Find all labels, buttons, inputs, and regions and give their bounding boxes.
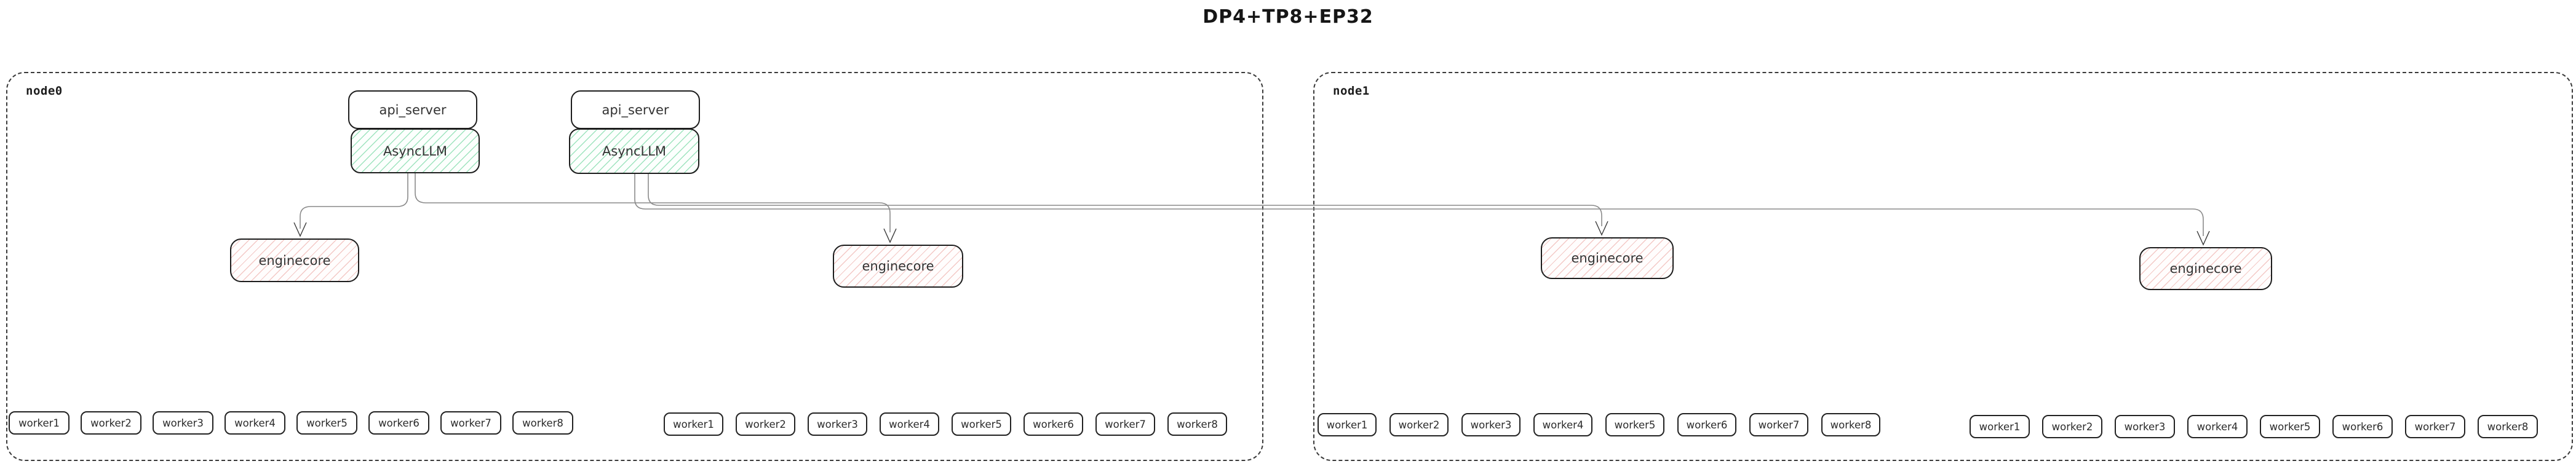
worker-box: worker7 xyxy=(1095,412,1155,436)
asyncllm-label: AsyncLLM xyxy=(383,143,448,159)
worker-box: worker2 xyxy=(2042,415,2102,438)
worker-box: worker6 xyxy=(2332,415,2393,438)
node1-label: node1 xyxy=(1333,84,1370,98)
enginecore-label: enginecore xyxy=(1571,251,1644,266)
api-server-box-2: api_server xyxy=(571,90,700,129)
enginecore-box-4: enginecore xyxy=(2139,247,2272,290)
worker-box: worker5 xyxy=(296,411,357,435)
worker-box: worker4 xyxy=(2187,415,2248,438)
api-server-label: api_server xyxy=(379,102,447,117)
worker-box: worker6 xyxy=(368,411,429,435)
worker-box: worker7 xyxy=(1749,413,1808,436)
node0-label: node0 xyxy=(26,84,63,98)
worker-box: worker1 xyxy=(1318,413,1377,436)
enginecore-label: enginecore xyxy=(258,253,331,268)
worker-box: worker7 xyxy=(440,411,501,435)
worker-box: worker8 xyxy=(1821,413,1880,436)
worker-box: worker4 xyxy=(880,412,939,436)
enginecore-box-2: enginecore xyxy=(833,245,963,288)
node0-container: node0 xyxy=(6,72,1263,461)
worker-box: worker5 xyxy=(1605,413,1664,436)
worker-box: worker1 xyxy=(664,412,723,436)
enginecore-label: enginecore xyxy=(862,259,934,274)
worker-box: worker2 xyxy=(81,411,141,435)
worker-box: worker2 xyxy=(1389,413,1449,436)
worker-box: worker3 xyxy=(2115,415,2175,438)
api-server-label: api_server xyxy=(602,102,669,117)
worker-box: worker8 xyxy=(2478,415,2538,438)
asyncllm-box-2: AsyncLLM xyxy=(569,128,699,174)
worker-box: worker4 xyxy=(1533,413,1592,436)
worker-group-node0-2: worker1 worker2 worker3 worker4 worker5 … xyxy=(664,412,1227,436)
worker-box: worker4 xyxy=(225,411,285,435)
worker-box: worker8 xyxy=(512,411,573,435)
enginecore-label: enginecore xyxy=(2169,261,2242,276)
worker-box: worker3 xyxy=(808,412,867,436)
worker-box: worker6 xyxy=(1677,413,1736,436)
worker-box: worker2 xyxy=(736,412,795,436)
worker-box: worker5 xyxy=(2260,415,2320,438)
worker-box: worker1 xyxy=(9,411,70,435)
node1-container: node1 xyxy=(1313,72,2573,461)
worker-group-node1-1: worker1 worker2 worker3 worker4 worker5 … xyxy=(1318,413,1880,436)
worker-box: worker1 xyxy=(1970,415,2030,438)
worker-box: worker5 xyxy=(952,412,1011,436)
enginecore-box-3: enginecore xyxy=(1541,237,1674,279)
worker-group-node0-1: worker1 worker2 worker3 worker4 worker5 … xyxy=(9,411,573,435)
asyncllm-box-1: AsyncLLM xyxy=(351,128,480,173)
enginecore-box-1: enginecore xyxy=(230,238,359,282)
worker-box: worker3 xyxy=(1461,413,1521,436)
worker-box: worker7 xyxy=(2405,415,2465,438)
asyncllm-label: AsyncLLM xyxy=(602,144,667,159)
worker-box: worker6 xyxy=(1024,412,1083,436)
worker-box: worker8 xyxy=(1167,412,1227,436)
api-server-box-1: api_server xyxy=(348,90,477,129)
worker-box: worker3 xyxy=(153,411,213,435)
diagram-title: DP4+TP8+EP32 xyxy=(1203,6,1373,28)
worker-group-node1-2: worker1 worker2 worker3 worker4 worker5 … xyxy=(1970,415,2538,438)
